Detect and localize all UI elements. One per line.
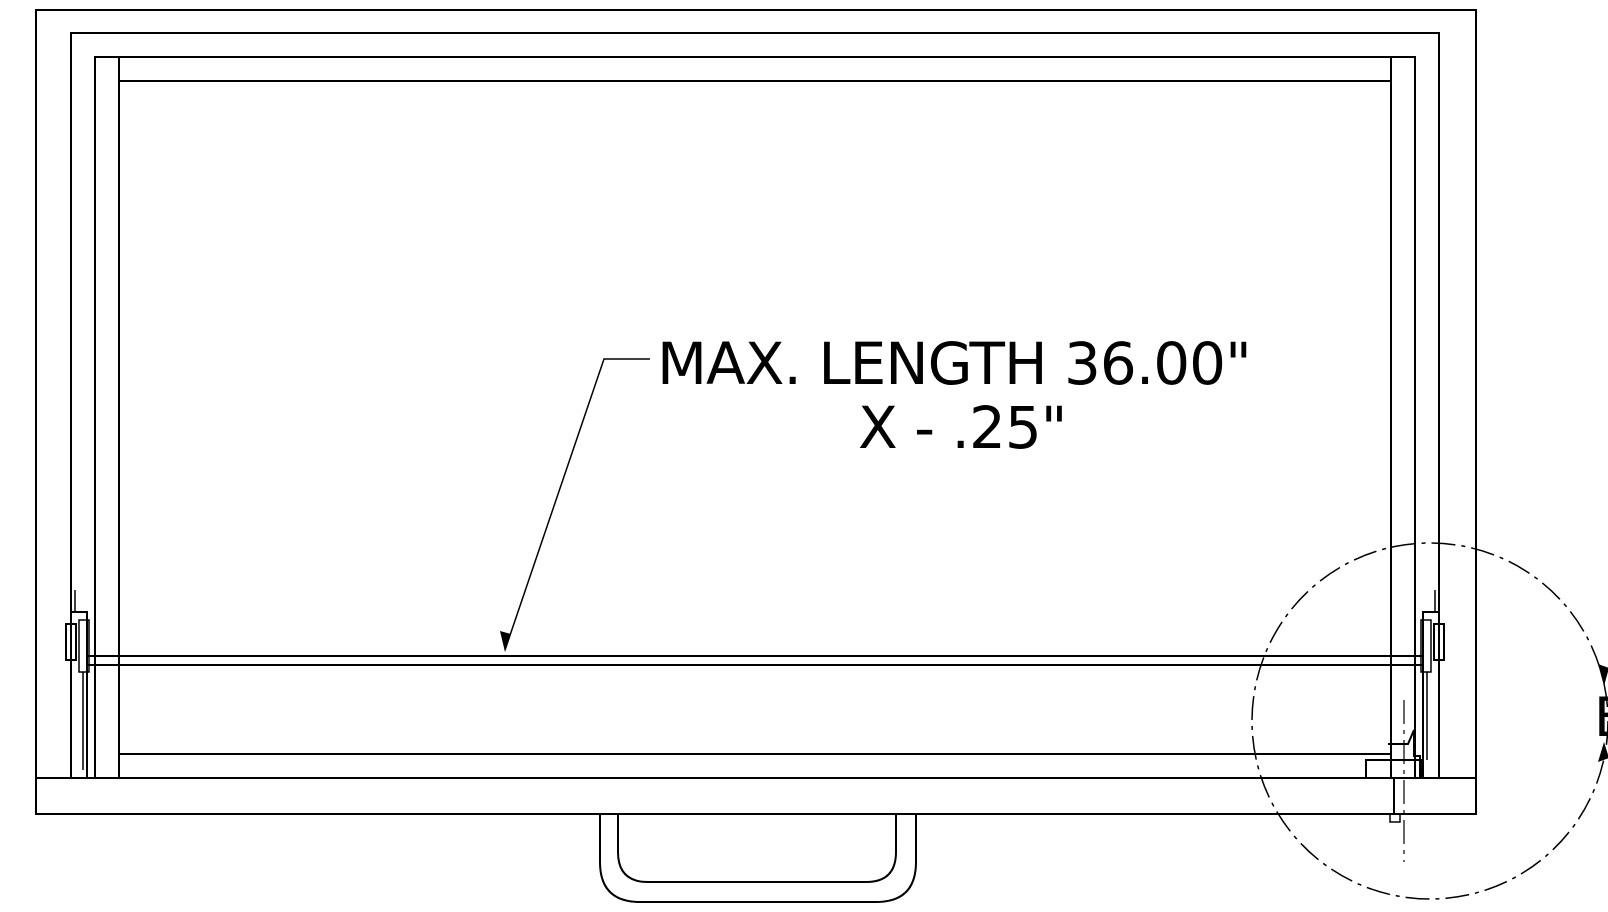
detail-arrow-bottom <box>1598 742 1608 762</box>
right-bracket-block <box>1420 619 1432 673</box>
right-bracket <box>1365 590 1445 823</box>
right-bracket-plate <box>1422 611 1440 779</box>
leader-line <box>504 358 650 651</box>
left-bracket <box>65 590 90 779</box>
left-bracket-clip <box>65 623 77 661</box>
drawer-outer-wall <box>70 32 1440 779</box>
drawer-handle <box>599 814 917 903</box>
detail-circle <box>1251 542 1608 900</box>
hanging-rail <box>88 655 1422 666</box>
left-bracket-plate <box>70 611 88 779</box>
right-latch-foot <box>1389 813 1401 823</box>
detail-callout: B <box>1251 542 1608 900</box>
handle-inner <box>617 814 897 883</box>
handle-outer <box>599 814 917 903</box>
detail-arrow-top <box>1598 664 1608 686</box>
right-latch-base <box>1365 759 1423 779</box>
annotation-line-2: X - .25" <box>858 394 1066 462</box>
annotation-leader <box>500 358 650 652</box>
cabinet-frame <box>35 9 1477 815</box>
leader-arrowhead <box>500 631 511 652</box>
drawer-box <box>70 32 1440 779</box>
cabinet-outer-outline <box>35 9 1477 815</box>
detail-callout-label: B <box>1594 686 1608 749</box>
right-bracket-clip <box>1433 623 1445 661</box>
drawer-inner-wall <box>94 56 1416 779</box>
annotation-line-1: MAX. LENGTH 36.00" <box>657 330 1251 398</box>
left-bracket-block <box>78 619 90 673</box>
drawer-interior <box>118 56 1392 82</box>
